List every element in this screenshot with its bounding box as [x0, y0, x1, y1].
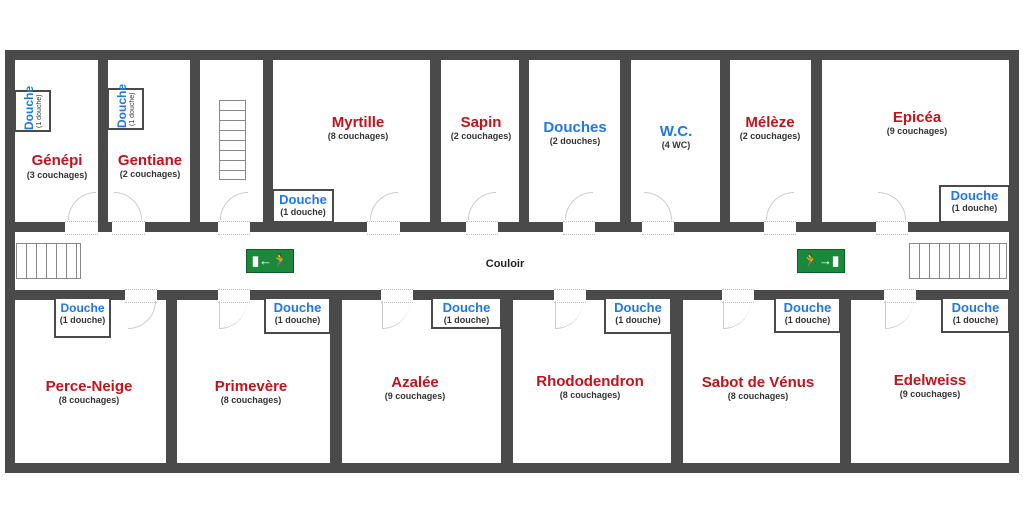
room-name: Primevère [214, 378, 288, 395]
room-capacity: (2 couchages) [119, 169, 181, 179]
door [642, 221, 674, 235]
door [563, 221, 595, 235]
door [65, 221, 98, 235]
shower-epicea: Douche(1 douche) [939, 185, 1010, 223]
room-name: Génépi [31, 152, 83, 169]
room-capacity: (8 couchages) [327, 131, 389, 141]
room-sapin [441, 60, 519, 222]
shower-azalee: Douche(1 douche) [431, 299, 502, 329]
room-capacity: (8 couchages) [220, 395, 282, 405]
shower-perce-neige: Douche(1 douche) [54, 299, 111, 338]
room-name: Azalée [391, 374, 439, 391]
room-name: Douches [543, 119, 607, 136]
room-name: Gentiane [117, 152, 183, 169]
room-name: Edelweiss [893, 372, 967, 389]
shower-myrtille: Douche(1 douche) [272, 189, 334, 223]
shower-rhododendron: Douche(1 douche) [604, 299, 672, 334]
stairs [909, 243, 1007, 279]
room-capacity: (3 couchages) [26, 170, 88, 180]
shower-primevere: Douche(1 douche) [264, 299, 331, 334]
room-capacity: (2 couchages) [450, 131, 512, 141]
corridor-label: Couloir [485, 258, 525, 270]
room-meleze [730, 60, 811, 222]
door [218, 221, 250, 235]
room-capacity: (9 couchages) [886, 126, 948, 136]
door [466, 221, 498, 235]
door [112, 221, 145, 235]
emergency-exit-sign-right: 🏃→▮ [797, 249, 845, 273]
room-name: W.C. [659, 123, 693, 140]
door [367, 221, 400, 235]
room-capacity: (2 douches) [549, 136, 601, 146]
shower-gentiane: Douche(1 douche) [107, 84, 144, 130]
room-capacity: (8 couchages) [727, 391, 789, 401]
room-name: Sabot de Vénus [701, 374, 815, 391]
stairs [16, 243, 81, 279]
room-name: Epicéa [892, 109, 942, 126]
room-capacity: (8 couchages) [58, 395, 120, 405]
stairs [219, 100, 246, 180]
shower-genepi: Douche(1 douche) [14, 86, 51, 132]
room-capacity: (9 couchages) [384, 391, 446, 401]
shower-sabot-de-venus: Douche(1 douche) [774, 299, 841, 333]
room-capacity: (2 couchages) [739, 131, 801, 141]
room-capacity: (8 couchages) [559, 390, 621, 400]
room-capacity: (9 couchages) [899, 389, 961, 399]
room-name: Sapin [460, 114, 502, 131]
room-name: Mélèze [745, 114, 795, 131]
room-capacity: (4 WC) [661, 140, 691, 150]
door [764, 221, 796, 235]
room-name: Myrtille [331, 114, 385, 131]
shower-edelweiss: Douche(1 douche) [941, 299, 1010, 333]
room-douches [529, 60, 620, 222]
room-name: Rhododendron [536, 373, 644, 390]
room-name: Perce-Neige [45, 378, 133, 395]
emergency-exit-sign-left: ▮←🏃 [246, 249, 294, 273]
door [876, 221, 908, 235]
